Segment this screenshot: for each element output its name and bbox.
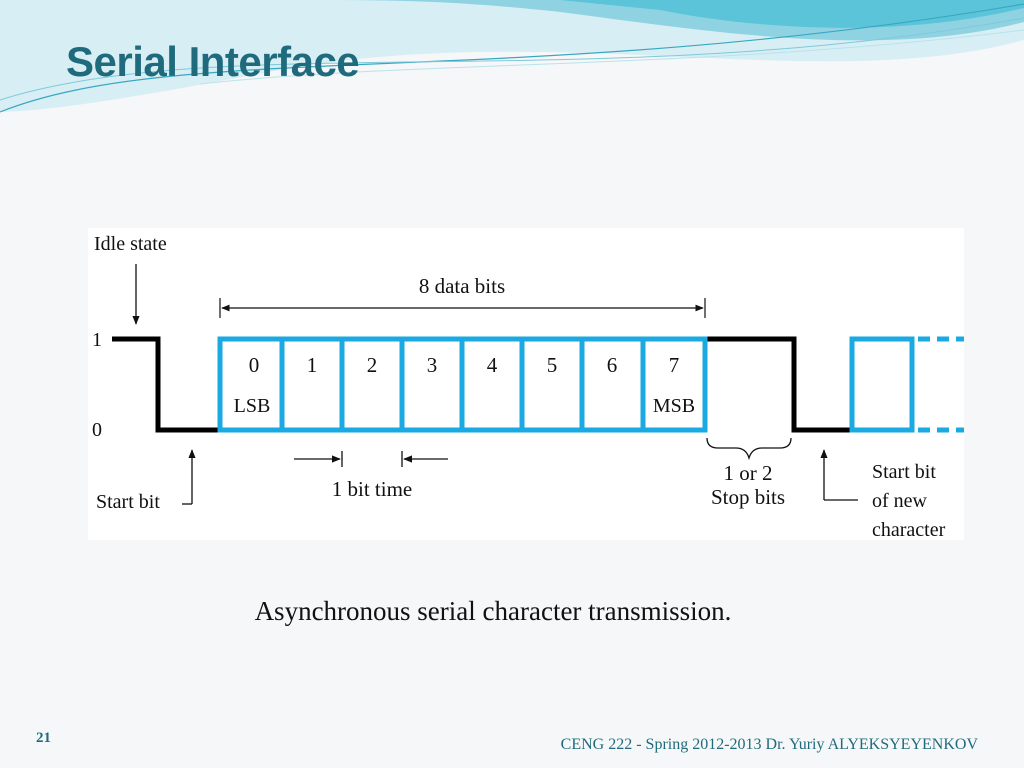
new-start-label-line1: Start bit <box>872 461 936 483</box>
new-start-label-line2: of new <box>872 490 928 512</box>
bit-number: 5 <box>547 353 558 377</box>
banner-line-2 <box>0 17 1024 101</box>
level-high-label: 1 <box>92 329 102 351</box>
next-character-frame <box>849 336 915 433</box>
banner-wave-dark <box>560 0 1024 28</box>
msb-label: MSB <box>653 395 695 417</box>
level-low-label: 0 <box>92 419 102 441</box>
slide-title: Serial Interface <box>66 38 360 85</box>
bit-number: 3 <box>427 353 438 377</box>
bit-time-label: 1 bit time <box>332 477 413 501</box>
diagram-caption: Asynchronous serial character transmissi… <box>254 596 732 626</box>
banner-line-1 <box>0 3 1024 113</box>
data-bits-label: 8 data bits <box>419 274 505 298</box>
slide-footer: CENG 222 - Spring 2012-2013 Dr. Yuriy AL… <box>560 736 978 753</box>
signal-waveform-stop <box>705 336 852 433</box>
banner-line-3 <box>199 29 1024 85</box>
bit-number: 0 <box>249 353 260 377</box>
new-start-label-line3: character <box>872 519 946 540</box>
bit-number: 2 <box>367 353 378 377</box>
diagram-panel: 8 data bits Idle state 1 0 0 1 2 3 4 5 6… <box>88 228 964 540</box>
bit-number: 7 <box>669 353 680 377</box>
idle-state-label: Idle state <box>94 233 167 255</box>
bit-number: 6 <box>607 353 618 377</box>
bit-number: 1 <box>307 353 318 377</box>
slide-number: 21 <box>36 730 51 746</box>
lsb-label: LSB <box>234 395 271 417</box>
bit-number: 4 <box>487 353 498 377</box>
serial-timing-diagram: 8 data bits Idle state 1 0 0 1 2 3 4 5 6… <box>92 233 964 540</box>
stop-bits-label-line1: 1 or 2 <box>724 461 773 485</box>
start-bit-label: Start bit <box>96 491 160 513</box>
signal-waveform-idle-start <box>112 336 220 433</box>
stop-bits-label-line2: Stop bits <box>711 485 785 509</box>
stop-bits-brace <box>706 437 792 461</box>
